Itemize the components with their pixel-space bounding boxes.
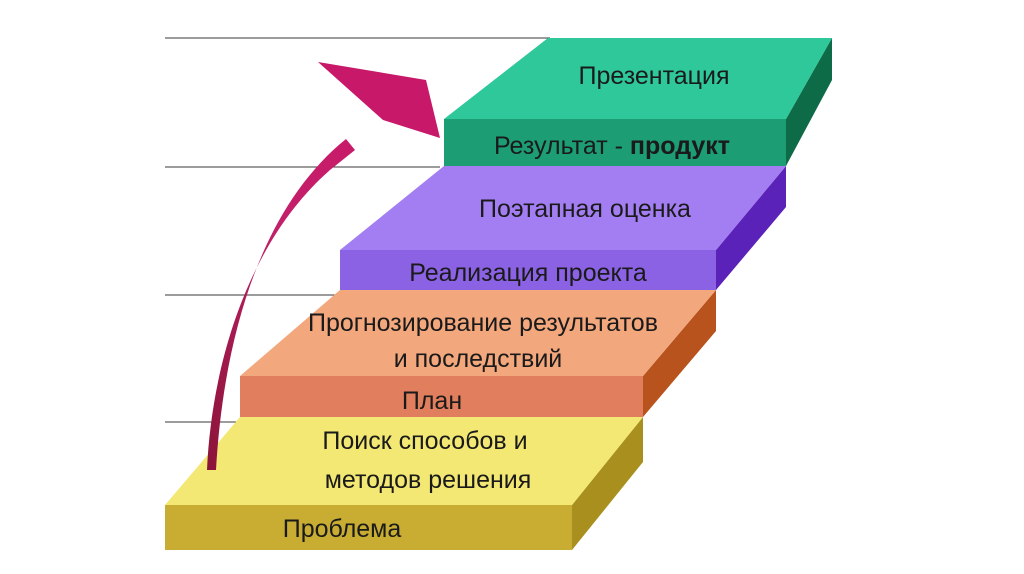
step-plan: Прогнозирование результатов и последстви… [240,290,716,417]
step-search-label-line1: Поиск способов и [322,427,527,455]
step-implementation-side [716,166,786,290]
step-evaluation-label: Поэтапная оценка [479,195,691,223]
guide-lines [165,37,550,423]
progress-arrow [207,62,440,470]
step-result-side [786,38,832,166]
step-problem-side [572,417,643,550]
progress-arrow-head [318,62,440,138]
step-implementation-top [340,166,786,250]
step-problem: Поиск способов и методов решения Проблем… [165,417,643,550]
step-problem-front [165,505,572,550]
step-plan-label: План [402,387,462,415]
step-result-label-bold: продукт [630,132,730,160]
step-result-front [444,119,786,166]
step-forecast-label-line2: и последствий [394,345,563,373]
step-presentation-label: Презентация [578,62,729,90]
step-implementation-label: Реализация проекта [409,259,647,287]
step-forecast-label-line1: Прогнозирование результатов [308,309,658,337]
step-result-label-regular: Результат - [494,132,630,160]
step-result-label: Результат - продукт [494,132,730,160]
step-problem-label: Проблема [283,515,402,543]
step-plan-top [240,290,716,376]
step-plan-front [240,376,643,417]
step-plan-side [643,290,716,417]
step-implementation: Поэтапная оценка Реализация проекта [340,166,786,290]
step-implementation-front [340,250,716,290]
step-result: Презентация Результат - продукт [444,38,832,166]
step-problem-top [165,417,643,505]
step-result-top [444,38,832,119]
step-search-label-line2: методов решения [325,466,532,494]
